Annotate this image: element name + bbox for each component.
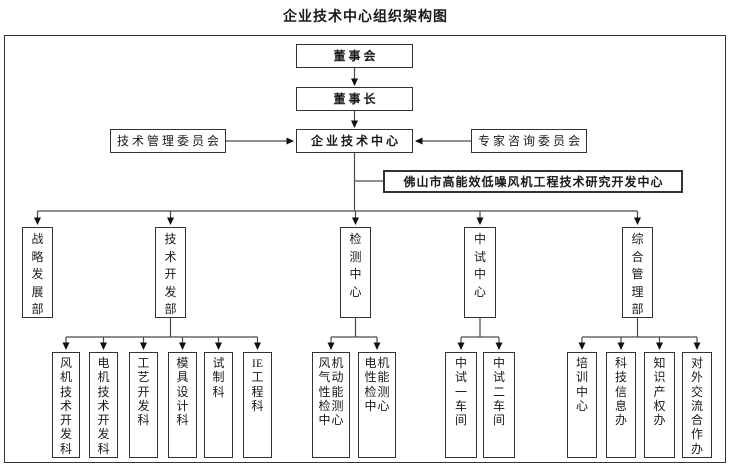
node-testing-center: 检测中心 — [340, 227, 371, 318]
node-external-exchange-cooperation-office: 对外交流合作办 — [682, 352, 712, 458]
node-pilot-test-center: 中试中心 — [464, 227, 496, 318]
node-general-management-dept: 综合管理部 — [622, 227, 653, 318]
node-foshan-rd-center: 佛山市高能效低噪风机工程技术研究开发中心 — [383, 170, 683, 193]
node-pilot-workshop-2: 中试二车间 — [483, 352, 515, 458]
node-intellectual-property-office: 知识产权办 — [644, 352, 675, 458]
node-process-dev-section: 工艺开发科 — [129, 352, 158, 458]
chart-title: 企业技术中心组织架构图 — [283, 10, 448, 25]
node-pilot-workshop-1: 中试一车间 — [445, 352, 477, 458]
node-fan-aero-performance-testing-center: 风机气动性能检测中心 — [312, 352, 350, 458]
node-enterprise-tech-center: 企业技术中心 — [296, 129, 413, 153]
node-mold-design-section: 模具设计科 — [168, 352, 197, 458]
node-board-of-directors: 董事会 — [296, 44, 413, 68]
node-expert-advisory-committee: 专家咨询委员会 — [471, 129, 587, 153]
node-tech-management-committee: 技术管理委员会 — [110, 129, 226, 153]
node-training-center: 培训中心 — [567, 352, 597, 458]
node-tech-development-dept: 技术开发部 — [155, 227, 186, 318]
node-chairman: 董事长 — [296, 87, 413, 111]
node-motor-tech-dev-section: 电机技术开发科 — [89, 352, 118, 458]
chart-border — [4, 35, 726, 463]
node-motor-performance-testing-center: 电机性能检测中心 — [358, 352, 396, 458]
node-strategy-development-dept: 战略发展部 — [22, 227, 53, 318]
node-fan-tech-dev-section: 风机技术开发科 — [52, 352, 80, 458]
node-sci-tech-info-office: 科技信息办 — [606, 352, 636, 458]
node-trial-production-section: 试制科 — [204, 352, 233, 458]
